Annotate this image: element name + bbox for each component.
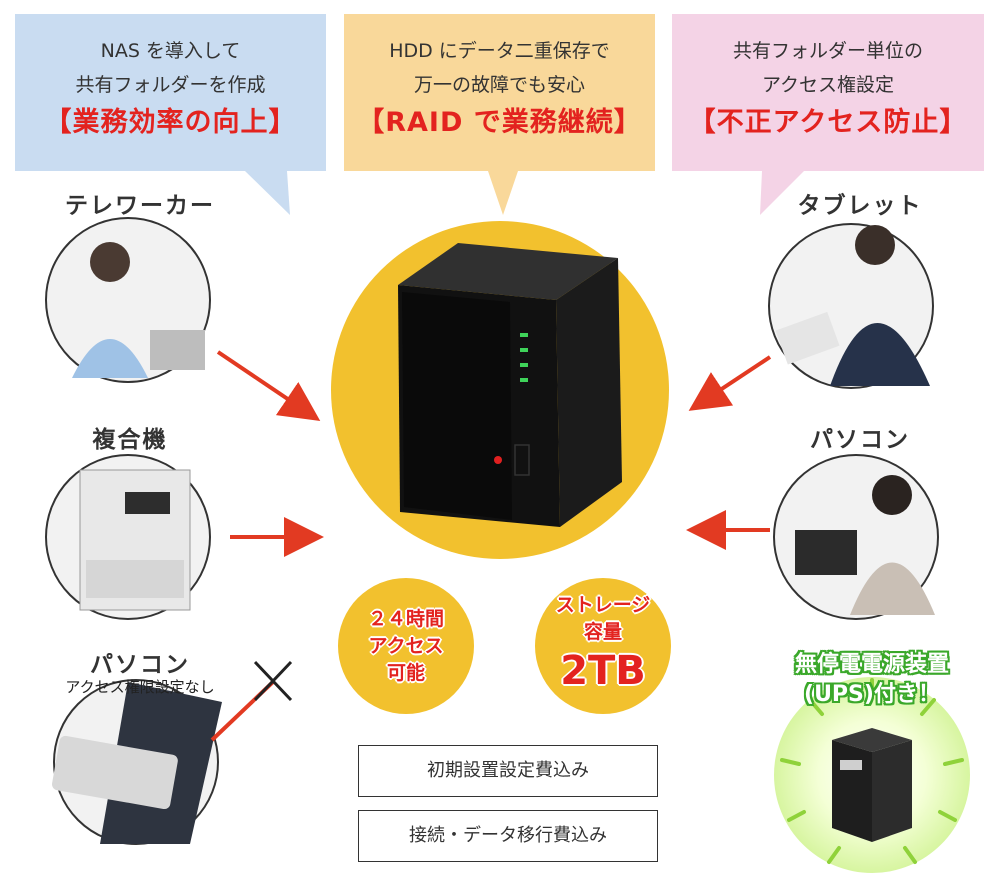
pc-left-photo [52,679,222,845]
callout-bubble-efficiency [15,14,326,215]
feature-access-text: ２４時間 アクセス 可能 [338,606,474,687]
mfp-photo [45,454,211,620]
ups-device-icon [832,728,912,842]
blocked-x-icon [253,660,293,702]
arrow-teleworker-to-nas [216,350,321,421]
callout-efficiency-line2: 共有フォルダーを作成 [75,74,266,96]
label-pc-left: パソコン [90,652,190,678]
callout-raid-line1: HDD にデータ二重保存で [389,40,610,62]
callout-bubble-security [672,14,984,215]
teleworker-photo [45,217,211,383]
label-teleworker: テレワーカー [65,193,215,219]
label-pc-right: パソコン [810,427,910,453]
feature-circle-storage [535,578,671,714]
ups-caption: 無停電電源装置 (UPS)付き！ [762,650,982,710]
ups-caption-line1: 無停電電源装置 [794,652,949,677]
arrow-tablet-to-nas [688,355,772,411]
callout-security-line1: 共有フォルダー単位の [732,40,923,62]
callout-security-headline: 【不正アクセス防止】 [688,107,968,138]
feature-access-line3: 可能 [386,662,425,684]
callout-efficiency: NAS を導入して 共有フォルダーを作成 【業務効率の向上】 [15,34,326,140]
feature-storage-text: ストレージ 容量 2TB [535,592,671,696]
callout-bubble-raid [344,14,655,215]
feature-circle-access [338,578,474,714]
callout-efficiency-line1: NAS を導入して [100,40,241,62]
callout-raid: HDD にデータ二重保存で 万一の故障でも安心 【RAID で業務継続】 [344,34,655,140]
callout-security: 共有フォルダー単位の アクセス権設定 【不正アクセス防止】 [672,34,984,140]
feature-storage-capacity: 2TB [560,648,646,694]
label-mfp: 複合機 [92,427,168,453]
nas-device-icon [398,243,622,527]
feature-access-line2: アクセス [368,635,444,657]
callout-security-line2: アクセス権設定 [761,74,895,96]
service-box-initial-setup: 初期設置設定費込み [358,745,658,797]
feature-storage-line2: 容量 [583,621,622,643]
label-tablet: タブレット [797,193,923,219]
callout-raid-headline: 【RAID で業務継続】 [357,107,642,138]
ups-caption-line2: (UPS)付き！ [804,682,940,707]
service-box-data-migration: 接続・データ移行費込み [358,810,658,862]
tablet-user-photo [768,223,934,389]
label-pc-left-note: アクセス権限設定なし [65,678,215,696]
feature-storage-line1: ストレージ [555,594,651,616]
callout-raid-line2: 万一の故障でも安心 [413,74,585,96]
feature-access-line1: ２４時間 [367,608,444,630]
callout-efficiency-headline: 【業務効率の向上】 [44,107,297,138]
pc-right-user-photo [773,454,939,620]
